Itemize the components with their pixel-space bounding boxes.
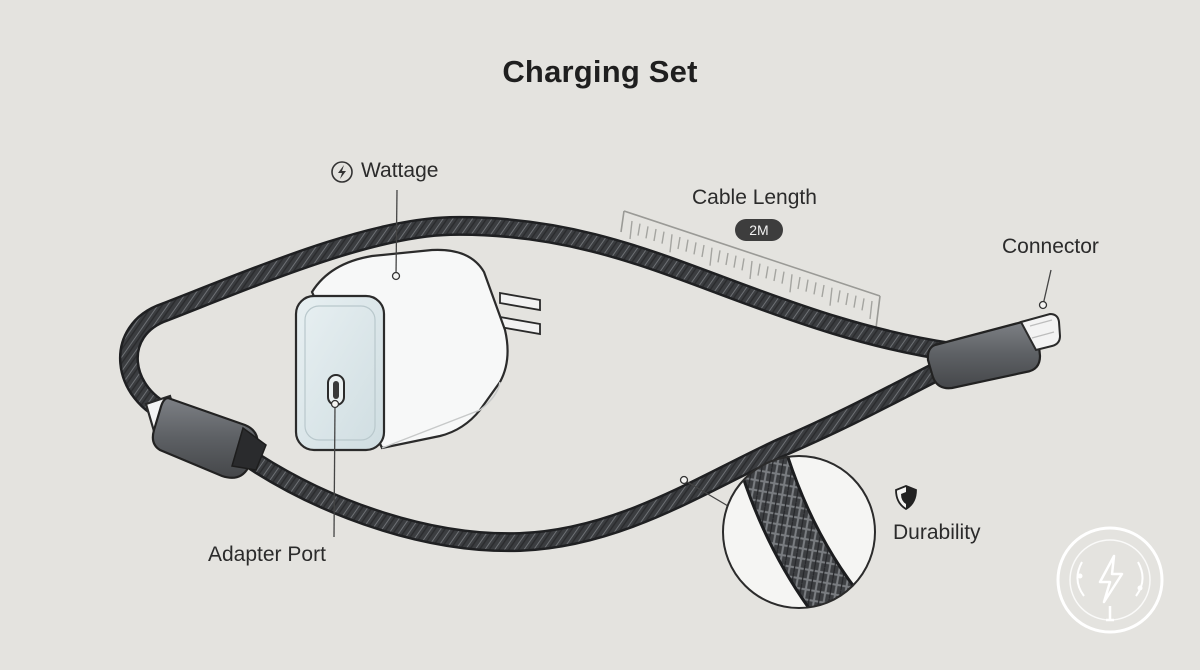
callout-lines xyxy=(333,189,1052,538)
ruler-tick xyxy=(629,220,633,240)
ruler-tick xyxy=(741,258,745,271)
ruler-tick xyxy=(757,263,761,276)
lightning-bolt-icon xyxy=(331,161,353,183)
ruler-tick xyxy=(717,250,721,263)
ruler-tick xyxy=(645,226,649,239)
ruler-tick xyxy=(653,228,657,242)
ruler-tick xyxy=(829,287,833,306)
adapter-port-label: Adapter Port xyxy=(208,543,326,566)
ruler-tick xyxy=(661,231,665,244)
cable-length-label: Cable Length xyxy=(692,186,817,209)
ruler-tick xyxy=(709,247,713,266)
charging-cable xyxy=(119,215,962,553)
ruler-tick xyxy=(837,290,841,303)
durability-label: Durability xyxy=(893,521,981,544)
power-adapter xyxy=(294,248,541,452)
ruler-tick xyxy=(701,244,705,258)
ruler-tick xyxy=(821,284,825,298)
cable-length-badge: 2M xyxy=(735,219,783,241)
ruler-tick xyxy=(789,274,793,293)
ruler-tick xyxy=(845,292,849,306)
ruler-tick xyxy=(853,295,857,308)
wattage-label: Wattage xyxy=(361,159,439,182)
ruler-tick xyxy=(725,252,729,266)
connector-label: Connector xyxy=(1002,235,1099,258)
ruler-tick xyxy=(669,234,673,253)
ruler-tick xyxy=(813,282,817,295)
page-title: Charging Set xyxy=(502,54,698,89)
ruler-tick xyxy=(805,279,809,292)
ruler-tick xyxy=(765,266,769,279)
ruler-tick xyxy=(861,298,865,311)
ruler-tick xyxy=(869,300,873,320)
shield-icon xyxy=(895,485,917,511)
ruler-tick xyxy=(797,276,801,290)
callout-dots xyxy=(330,271,1048,485)
durability-zoom xyxy=(722,455,876,609)
ruler-tick xyxy=(637,223,641,236)
ruler-tick xyxy=(677,236,681,250)
ruler-tick xyxy=(685,239,689,252)
cable-length-ruler xyxy=(620,210,881,329)
ruler-tick xyxy=(773,268,777,282)
ruler-tick xyxy=(781,271,785,284)
charging-logo-icon xyxy=(1056,526,1164,634)
ruler-tick xyxy=(749,260,753,280)
ruler-tick xyxy=(693,242,697,255)
ruler-tick xyxy=(733,255,737,268)
lightning-plug xyxy=(926,312,1062,390)
usb-c-plug xyxy=(144,394,267,479)
